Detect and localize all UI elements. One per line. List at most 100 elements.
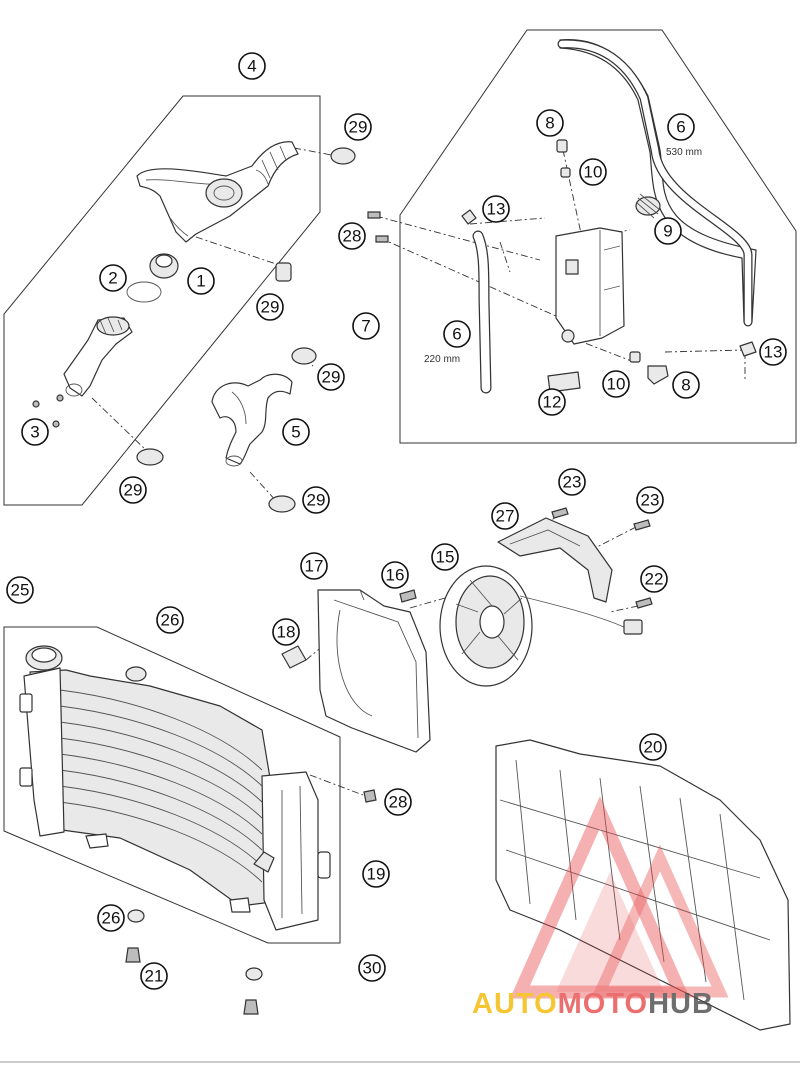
callout-21: 21 [140,962,168,990]
callout-4: 4 [238,52,266,80]
rubber-grommets-26 [127,909,263,981]
cap-9 [635,193,661,219]
svg-text:10: 10 [584,163,603,182]
svg-text:29: 29 [124,481,143,500]
screw-16 [399,589,417,603]
svg-text:21: 21 [145,967,164,986]
svg-text:17: 17 [305,557,324,576]
svg-text:20: 20 [644,738,663,757]
holder-12 [547,371,581,393]
svg-text:30: 30 [363,959,382,978]
callout-30: 30 [358,954,386,982]
svg-text:28: 28 [389,793,408,812]
callout-29-lower-left: 29 [119,476,147,504]
callout-5: 5 [282,418,310,446]
screw-22 [635,597,653,609]
svg-text:26: 26 [102,909,121,928]
thermostat-1 [149,253,179,279]
svg-text:23: 23 [641,491,660,510]
callout-17: 17 [300,552,328,580]
callout-25: 25 [6,576,34,604]
svg-text:1: 1 [196,272,205,291]
hose-fitting-8-top [556,139,568,153]
callout-28-radiator: 28 [384,788,412,816]
hose-clamps-29 [136,147,356,513]
svg-text:4: 4 [247,57,256,76]
callout-2: 2 [99,264,127,292]
callout-18: 18 [272,618,300,646]
svg-text:29: 29 [261,298,280,317]
callout-16: 16 [381,561,409,589]
hose-assembly-upper [136,141,299,243]
fan-shroud-17 [317,589,431,753]
callout-22: 22 [640,565,668,593]
gasket-10 [560,167,641,363]
elbow-fitting-8-bottom [647,365,669,385]
callout-6-short: 6 [443,320,471,348]
svg-text:6: 6 [676,118,685,137]
svg-text:15: 15 [436,548,455,567]
svg-text:27: 27 [496,507,515,526]
hose-6-short [472,230,492,394]
callout-29-hose5-top: 29 [317,363,345,391]
callout-7: 7 [352,312,380,340]
svg-text:12: 12 [543,393,562,412]
frame-hose-group-4 [3,95,321,506]
frame-expansion-tank-group-7 [399,29,797,444]
svg-text:13: 13 [764,343,783,362]
callout-23-right: 23 [636,486,664,514]
svg-text:18: 18 [277,623,296,642]
callout-20: 20 [639,733,667,761]
callout-10-bottom: 10 [602,370,630,398]
hose-short-length: 220 mm [424,354,460,365]
svg-text:26: 26 [161,611,180,630]
o-ring-2 [126,281,162,303]
automotohub-watermark: AUTOMOTOHUB [472,795,729,1020]
hose-6-long [557,38,757,327]
svg-text:29: 29 [307,491,326,510]
callout-28-top: 28 [338,222,366,250]
callout-13-bottom: 13 [759,338,787,366]
screws-28-top [367,211,389,243]
callout-12: 12 [538,388,566,416]
screw-28-radiator [363,789,377,803]
svg-text:5: 5 [291,423,300,442]
callout-29-hose5-bottom: 29 [302,486,330,514]
hose-assembly-lower [63,316,133,397]
watermark-triangle-logo [509,795,729,999]
callout-26-grommet: 26 [97,904,125,932]
callout-29-top: 29 [344,113,372,141]
callout-9: 9 [654,217,682,245]
callout-3: 3 [21,418,49,446]
screws-23 [551,507,651,531]
watermark-moto: MOTO [558,988,648,1020]
callout-1: 1 [187,267,215,295]
frame-radiator-group-19 [3,626,341,944]
svg-text:28: 28 [343,227,362,246]
svg-text:3: 3 [30,423,39,442]
svg-text:19: 19 [367,865,386,884]
cover-27 [497,517,613,603]
svg-text:2: 2 [108,269,117,288]
svg-text:23: 23 [563,473,582,492]
svg-text:8: 8 [545,114,554,133]
svg-text:29: 29 [322,368,341,387]
expansion-tank [555,227,625,345]
fan-15 [439,565,643,687]
callout-13-top: 13 [482,195,510,223]
svg-text:29: 29 [349,118,368,137]
svg-text:9: 9 [663,222,672,241]
callout-6-long: 6 [667,113,695,141]
screws-3 [32,394,64,428]
callout-15: 15 [431,543,459,571]
svg-text:22: 22 [645,570,664,589]
callout-29-mid: 29 [256,293,284,321]
svg-text:AUTOMOTOHUB: AUTOMOTOHUB [472,988,714,1020]
callout-27: 27 [491,502,519,530]
svg-text:8: 8 [681,376,690,395]
watermark-auto: AUTO [472,988,558,1020]
svg-text:10: 10 [607,375,626,394]
bracket-18 [281,645,307,669]
svg-text:7: 7 [361,317,370,336]
